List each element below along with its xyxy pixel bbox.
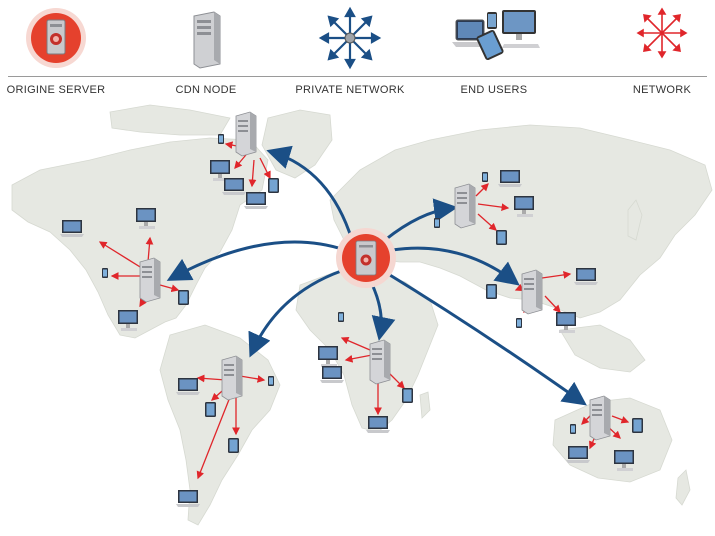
cdn-node-north-america	[139, 257, 161, 303]
legend-item-private-network: PRIVATE NETWORK	[280, 0, 420, 100]
end-users-devices-icon	[452, 10, 540, 61]
private-link-to-asia	[391, 246, 520, 286]
legend-label-network: NETWORK	[632, 84, 692, 96]
laptop-device	[320, 366, 344, 383]
cdn-node-australia	[589, 395, 611, 441]
network-links	[98, 141, 630, 480]
madagascar-landmass	[419, 391, 431, 419]
legend-label-origin-server: ORIGINE SERVER	[6, 84, 106, 96]
continents	[11, 104, 713, 526]
legend-item-origin-server: ORIGINE SERVER	[0, 0, 126, 100]
legend-item-end-users: END USERS	[424, 0, 564, 100]
legend-label-cdn-node: CDN NODE	[175, 84, 237, 96]
phone-device	[570, 424, 576, 434]
tablet-device	[268, 178, 279, 193]
private-link-to-north-america-north	[266, 145, 354, 241]
cdn-node-russia	[454, 183, 476, 229]
origin-server-icon	[26, 8, 86, 68]
cdn-node-north-america-north	[235, 111, 257, 157]
world-map	[11, 104, 713, 526]
africa-landmass	[295, 269, 439, 433]
legend-item-cdn-node: CDN NODE	[136, 0, 276, 100]
tablet-device	[496, 230, 507, 245]
phone-device	[482, 172, 488, 182]
cdn-node-south-america	[221, 355, 243, 401]
legend: ORIGINE SERVER CDN NODE	[0, 0, 715, 100]
phone-device	[268, 376, 274, 386]
private-link-to-south-america	[248, 266, 351, 358]
greenland-landmass	[261, 109, 333, 179]
private-link-to-north-america	[166, 240, 346, 281]
tablet-device	[402, 388, 413, 403]
tablet-device	[486, 284, 497, 299]
new-zealand-landmass	[675, 469, 691, 506]
phone-device	[516, 318, 522, 328]
cdn-node-asia	[521, 269, 543, 315]
laptop-device	[176, 378, 200, 395]
phone-device	[434, 218, 440, 228]
cdn-node-africa	[369, 339, 391, 385]
origin-server	[336, 228, 396, 288]
laptop-device	[366, 416, 390, 433]
legend-item-network: NETWORK	[592, 0, 715, 100]
laptop-device	[498, 170, 522, 187]
tablet-device	[205, 402, 216, 417]
laptop-device	[566, 446, 590, 463]
arctic-islands-landmass	[109, 104, 231, 136]
phone-device	[338, 312, 344, 322]
southeast-asia-landmass	[559, 324, 646, 373]
eurasia-landmass	[329, 124, 713, 319]
phone-device	[218, 134, 224, 144]
laptop-device	[60, 220, 84, 237]
monitor-device	[318, 346, 338, 367]
laptop-device	[222, 178, 246, 195]
cdn-node-server-icon	[193, 11, 221, 69]
laptop-device	[244, 192, 268, 209]
private-network-links	[166, 145, 587, 406]
network-icon	[636, 7, 688, 59]
tablet-device	[178, 290, 189, 305]
australia-landmass	[552, 397, 673, 483]
private-network-icon	[318, 6, 382, 70]
legend-label-private-network: PRIVATE NETWORK	[295, 84, 405, 96]
tablet-device	[228, 438, 239, 453]
japan-landmass	[627, 199, 643, 241]
phone-device	[102, 268, 108, 278]
laptop-device	[176, 490, 200, 507]
legend-label-end-users: END USERS	[460, 84, 528, 96]
laptop-device	[574, 268, 598, 285]
north-america-landmass	[11, 137, 269, 339]
legend-divider	[8, 76, 707, 77]
private-link-to-russia	[384, 198, 458, 242]
private-link-to-australia	[384, 270, 587, 406]
tablet-device	[632, 418, 643, 433]
